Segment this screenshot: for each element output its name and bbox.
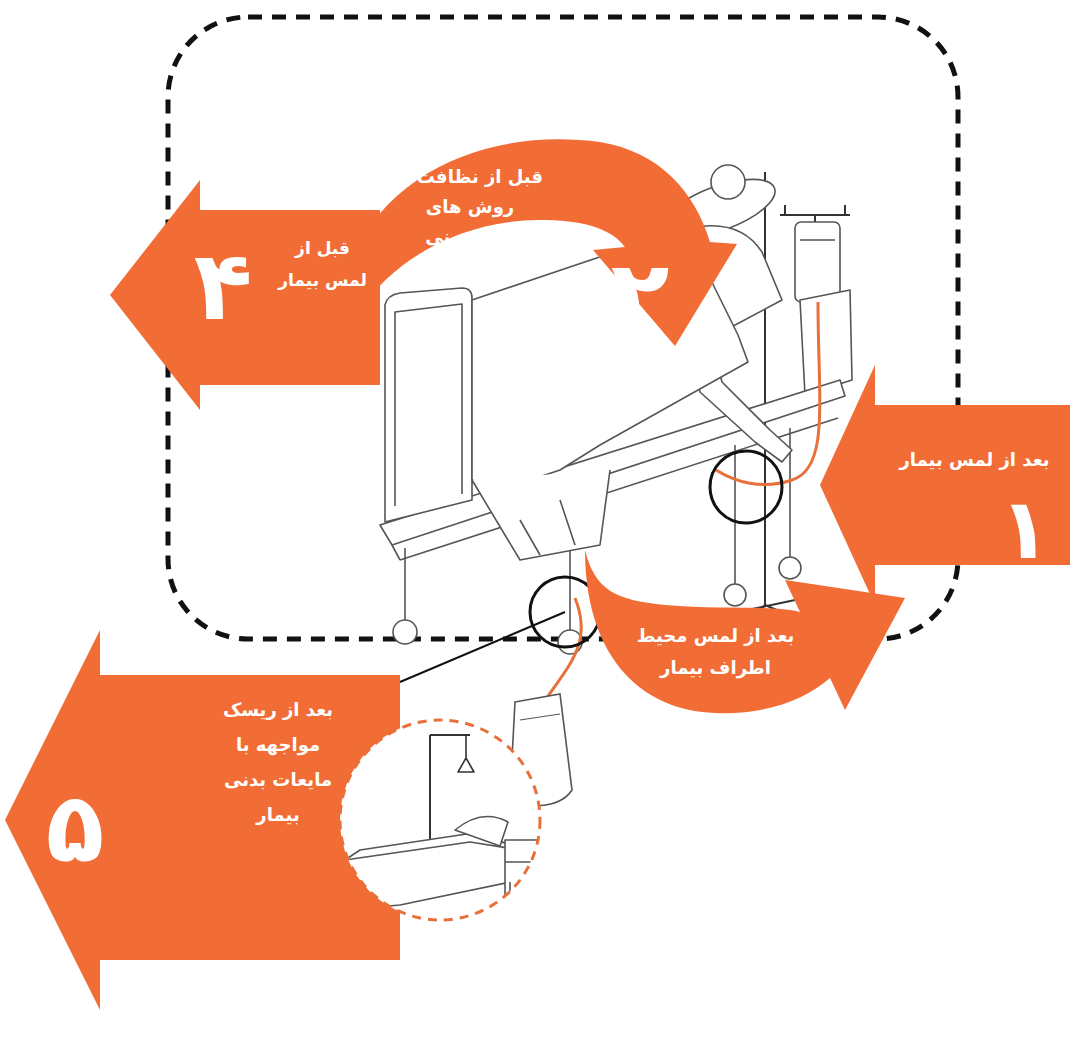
hand-hygiene-arrow: بعد از لمس محیط اطراف بیمار: [575, 550, 910, 715]
moment-label: بعد از لمس محیط اطراف بیمار: [633, 620, 798, 684]
leader-line: [400, 612, 565, 682]
iv-site-marker: [710, 451, 782, 523]
arrow-shape: [110, 180, 380, 410]
arrow-shape: [585, 550, 905, 713]
hand-hygiene-arrow: قبل از لمس بیمار۴: [110, 180, 380, 410]
moment-number: ۵: [30, 780, 120, 876]
moment-number: ۲: [595, 248, 685, 344]
inset-dashed-border: [340, 720, 540, 920]
moment-label: بعد از لمس بیمار: [882, 445, 1067, 475]
arrow-shape: [340, 139, 737, 346]
hand-hygiene-arrow: بعد از لمس بیمار ۱: [820, 365, 1070, 605]
arrow-outline: [340, 132, 740, 350]
hand-hygiene-arrow: قبل از نظافت یا روش های ضدعفونی ۲: [340, 132, 740, 350]
moment-number: ۱: [985, 487, 1065, 571]
moment-label: قبل از نظافت یا روش های ضدعفونی: [390, 162, 550, 252]
empty-bed-symbol: [345, 735, 543, 935]
moment-number: ۴: [178, 238, 268, 334]
moment-label: قبل از لمس بیمار: [275, 232, 370, 296]
moment-label: بعد از ریسک مواجهه با مایعات بدنی بیمار: [203, 692, 353, 832]
arrow-shape: [820, 365, 1070, 605]
